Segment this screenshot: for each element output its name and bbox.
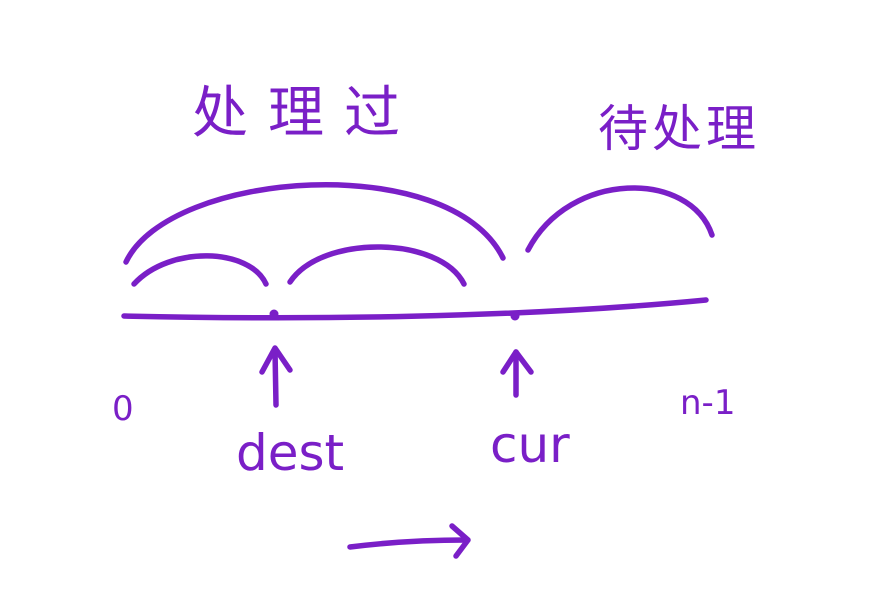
direction-arrow-shaft (347, 537, 469, 550)
pending-region-label: 待处理 (598, 100, 760, 158)
end-index-label: n-1 (680, 383, 736, 423)
dest-arrow-head (259, 345, 293, 375)
processed-region-label: 处理过 (192, 81, 420, 146)
processed-region-arc (123, 182, 506, 265)
array-line (121, 297, 709, 321)
start-index-label: 0 (112, 389, 134, 429)
pending-region-arc (525, 185, 715, 253)
cur-pointer-label: cur (490, 416, 570, 474)
cur-position-dot (510, 311, 520, 321)
cur-arrow-head (500, 349, 534, 375)
dest-arrow-shaft (272, 347, 279, 408)
dest-position-dot (269, 309, 279, 319)
left-small-arc (131, 253, 269, 287)
dest-pointer-label: dest (236, 424, 345, 482)
middle-small-arc (287, 244, 467, 287)
direction-arrow-head (449, 523, 471, 559)
